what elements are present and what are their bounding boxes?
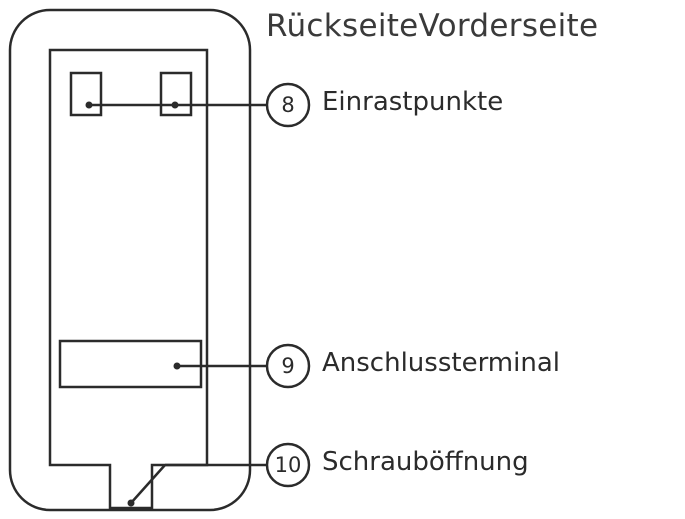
callout-circle-9: [265, 343, 311, 389]
snap-point-left: [69, 71, 103, 117]
snap-point-right: [159, 71, 193, 117]
terminal-block: [58, 339, 203, 389]
inner-frame: [48, 48, 209, 510]
callout-circle-10: [265, 442, 311, 488]
callout-number-8: 8: [281, 93, 294, 117]
device-outline: [8, 8, 252, 512]
leader-line-10-diagonal: [130, 464, 166, 504]
callout-label-snap-points: Einrastpunkte: [322, 87, 504, 117]
callout-number-9: 9: [281, 354, 294, 378]
diagram-title: RückseiteVorderseite: [266, 8, 599, 44]
callout-label-screw-opening: Schrauböffnung: [322, 447, 529, 477]
callout-label-terminal: Anschlussterminal: [322, 348, 560, 378]
callout-circle-8: [265, 82, 311, 128]
callout-number-10: 10: [275, 453, 302, 477]
